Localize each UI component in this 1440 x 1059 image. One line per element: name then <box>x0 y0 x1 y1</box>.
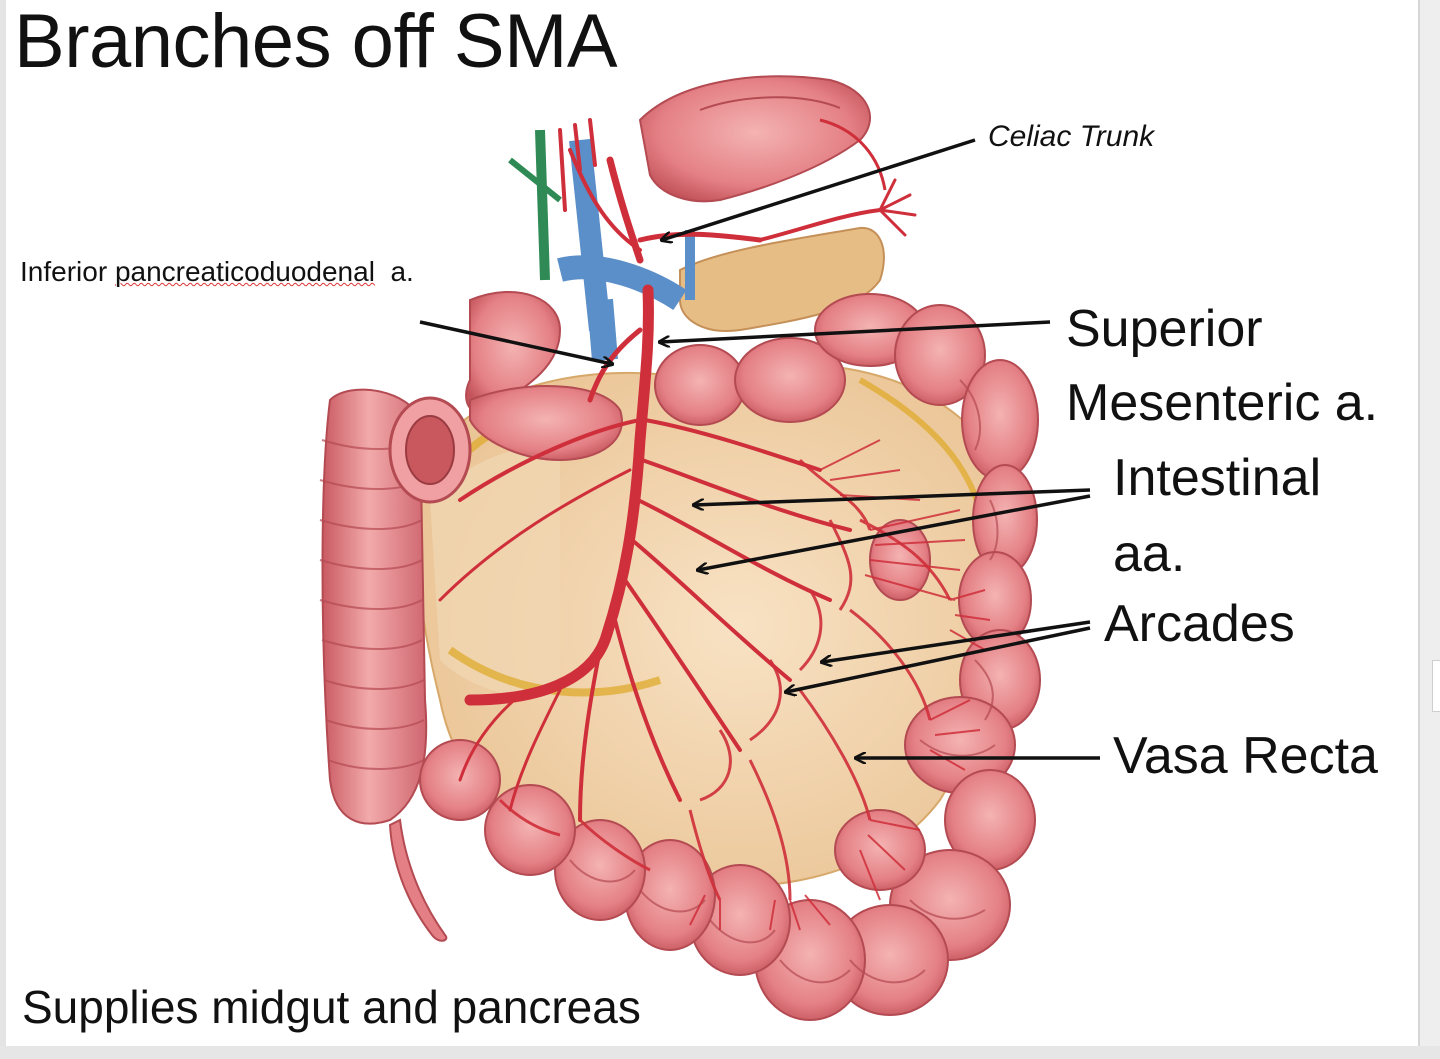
arrow-sma <box>660 320 1051 342</box>
arcades <box>498 458 952 901</box>
bowel-folds <box>569 379 999 984</box>
slide-title: Branches off SMA <box>14 0 618 84</box>
label-arcades: Arcades <box>1104 595 1295 653</box>
vasa-recta <box>689 439 991 931</box>
arrow-intestinal-2 <box>698 494 1091 570</box>
great-vessels <box>508 129 695 362</box>
label-superior-mesenteric: Superior Mesenteric a. <box>1066 292 1378 440</box>
label-vasa-recta: Vasa Recta <box>1113 727 1378 785</box>
arrow-intestinal-1 <box>694 488 1091 505</box>
label-ipd-word1: Inferior <box>20 256 108 287</box>
slide-caption: Supplies midgut and pancreas <box>22 981 641 1033</box>
label-sma-line2: Mesenteric a. <box>1066 374 1379 432</box>
arrow-celiac <box>662 138 976 240</box>
label-ipd-word2: pancreaticoduodenal <box>114 256 375 287</box>
pointer-arrows <box>419 138 1100 758</box>
ascending-colon <box>319 388 472 942</box>
arrow-arcades-1 <box>822 620 1091 662</box>
frame-left-edge <box>0 0 6 1059</box>
frame-bottom-edge <box>0 1046 1440 1059</box>
label-intestinal-line1: Intestinal <box>1113 449 1322 507</box>
stomach <box>638 75 887 203</box>
label-sma-line1: Superior <box>1066 300 1263 358</box>
arrow-arcades-2 <box>786 626 1091 692</box>
arteries <box>438 118 917 822</box>
label-intestinal-line2: aa. <box>1113 525 1186 583</box>
label-intestinal: Intestinal aa. <box>1113 440 1321 592</box>
label-inferior-pancreaticoduodenal: Inferior pancreaticoduodenal a. <box>20 256 414 288</box>
label-ipd-word3: a. <box>390 256 414 287</box>
scroll-nub <box>1432 660 1440 712</box>
label-celiac-trunk: Celiac Trunk <box>988 120 1155 153</box>
frame-right-edge <box>1418 0 1440 1059</box>
arrow-inferior-pd <box>419 320 612 364</box>
duodenum <box>465 291 623 462</box>
